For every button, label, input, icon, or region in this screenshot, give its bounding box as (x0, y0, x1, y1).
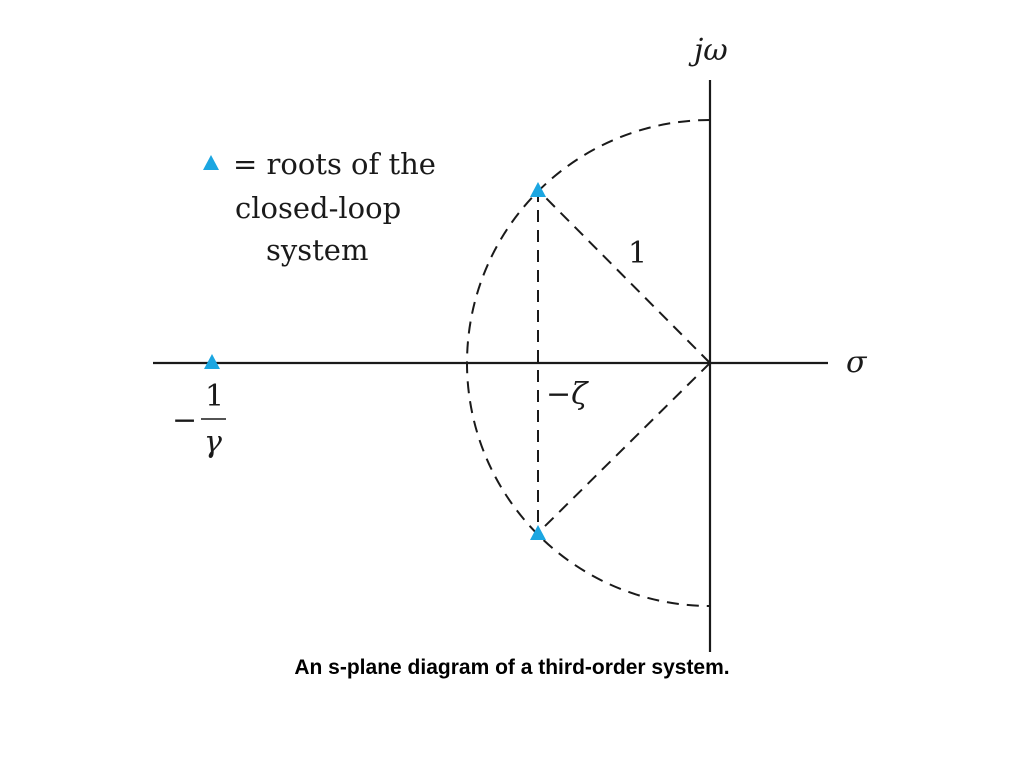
imaginary-axis-label: jω (688, 33, 728, 68)
root-complex-lower-marker (530, 525, 546, 540)
damping-label: −ζ (546, 377, 589, 412)
real-root-denominator: γ (204, 425, 222, 460)
radius-line-upper (537, 189, 711, 364)
figure-caption: An s-plane diagram of a third-order syst… (294, 656, 730, 679)
real-root-label: − 1 γ (172, 379, 226, 460)
radius-line-lower (537, 362, 711, 534)
legend: = roots of the closed-loop system (203, 147, 436, 267)
real-root-sign: − (172, 403, 197, 438)
root-real-marker (204, 354, 220, 369)
unit-circle-arc (466, 119, 711, 607)
radius-label: 1 (628, 236, 647, 271)
legend-line-1: = roots of the (233, 147, 436, 181)
root-complex-upper-marker (530, 182, 546, 197)
real-axis-label: σ (846, 345, 868, 380)
legend-root-marker (203, 155, 219, 170)
real-root-numerator: 1 (205, 379, 224, 414)
legend-line-2: closed-loop (235, 191, 401, 225)
legend-line-3: system (266, 233, 368, 267)
